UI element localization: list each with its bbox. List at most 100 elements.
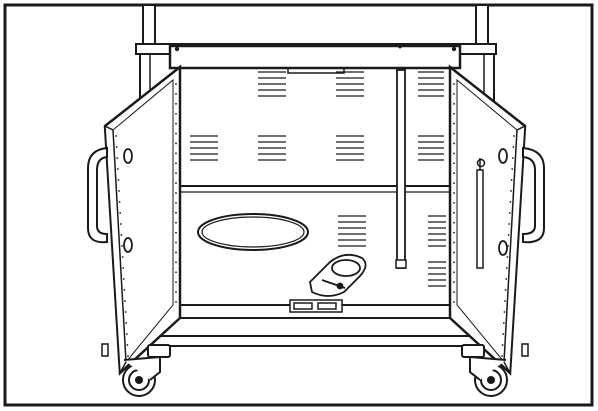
door-screw [513,135,515,137]
tank-retainer [309,253,367,297]
door-screw [453,241,455,244]
left-door-knobs [123,148,133,253]
door-screw [453,261,455,264]
door-screw [119,223,122,225]
door-screw [175,241,177,244]
door-screw [506,256,509,258]
door-screw [453,221,455,224]
door-screw [453,211,455,214]
door-screw [175,102,177,105]
door-screw [175,132,177,135]
door-screw [512,146,515,148]
door-screw [453,291,455,293]
door-screw [507,234,510,236]
door-screw [175,142,177,145]
door-screw [453,301,455,303]
door-screw [175,221,177,224]
tank-opening [197,213,309,251]
vent-louvers [190,71,446,287]
door-screw [122,278,125,280]
door-screw [453,112,455,115]
leg-posts [101,343,529,357]
door-screw [123,289,126,291]
door-screw [453,231,455,234]
door-screw [118,201,121,203]
door-tool-hook [476,158,486,269]
door-screw [119,212,122,214]
door-screw [117,179,120,181]
door-screw [453,202,455,204]
door-screw [175,261,177,264]
door-screw [125,333,128,335]
support-legs [142,4,489,46]
door-screw [453,93,455,95]
door-screw [511,157,514,159]
door-screw [453,271,455,274]
door-screw [175,192,177,194]
bottom-bracket [289,299,343,313]
gas-pipe [395,69,407,269]
door-screw [175,251,177,254]
door-screw [175,231,177,234]
door-screw [511,168,514,170]
left-caster-wheel [122,344,171,397]
door-screw [510,190,512,192]
door-screw [505,278,508,280]
door-screw [453,132,455,135]
door-screw [453,251,455,254]
door-screw [510,179,513,181]
left-door-screws [115,83,177,357]
door-screw [453,102,455,105]
door-screw [115,146,118,148]
door-screw [502,333,505,335]
door-screw [175,152,177,155]
door-screw [453,152,455,155]
door-screw [453,122,455,125]
door-screw [453,182,455,184]
door-screw [126,344,129,346]
door-screw [175,93,177,95]
door-screw [501,355,503,357]
bottom-frame [149,317,481,347]
door-screw [175,122,177,125]
door-screw [504,300,506,302]
door-screw [175,83,177,85]
right-door-screws [453,83,515,357]
door-screw [124,300,126,302]
door-screw [502,322,505,324]
door-screw [503,311,506,313]
door-screw [175,271,177,274]
door-screw [453,281,455,284]
door-screw [125,322,128,324]
door-screw [453,162,455,165]
diagram-frame [3,3,594,407]
door-screw [501,344,504,346]
door-screw [121,245,123,247]
door-screw [175,211,177,214]
door-screw [175,281,177,284]
door-screw [508,212,511,214]
door-screw [116,157,119,159]
right-caster-wheel [461,344,508,397]
door-screw [121,256,124,258]
door-screw [116,168,119,170]
door-screw [124,311,127,313]
left-door [103,64,182,376]
door-screw [115,135,117,137]
door-screw [175,112,177,115]
right-door-knobs [498,148,508,256]
door-screw [175,202,177,204]
door-screw [505,267,508,269]
door-screw [175,172,177,175]
right-handle [522,146,545,244]
door-screw [118,190,120,192]
door-screw [175,291,177,293]
door-screw [453,83,455,85]
door-screw [508,223,511,225]
door-screw [122,267,125,269]
door-screw [175,182,177,184]
door-screw [509,201,512,203]
door-screw [453,142,455,145]
